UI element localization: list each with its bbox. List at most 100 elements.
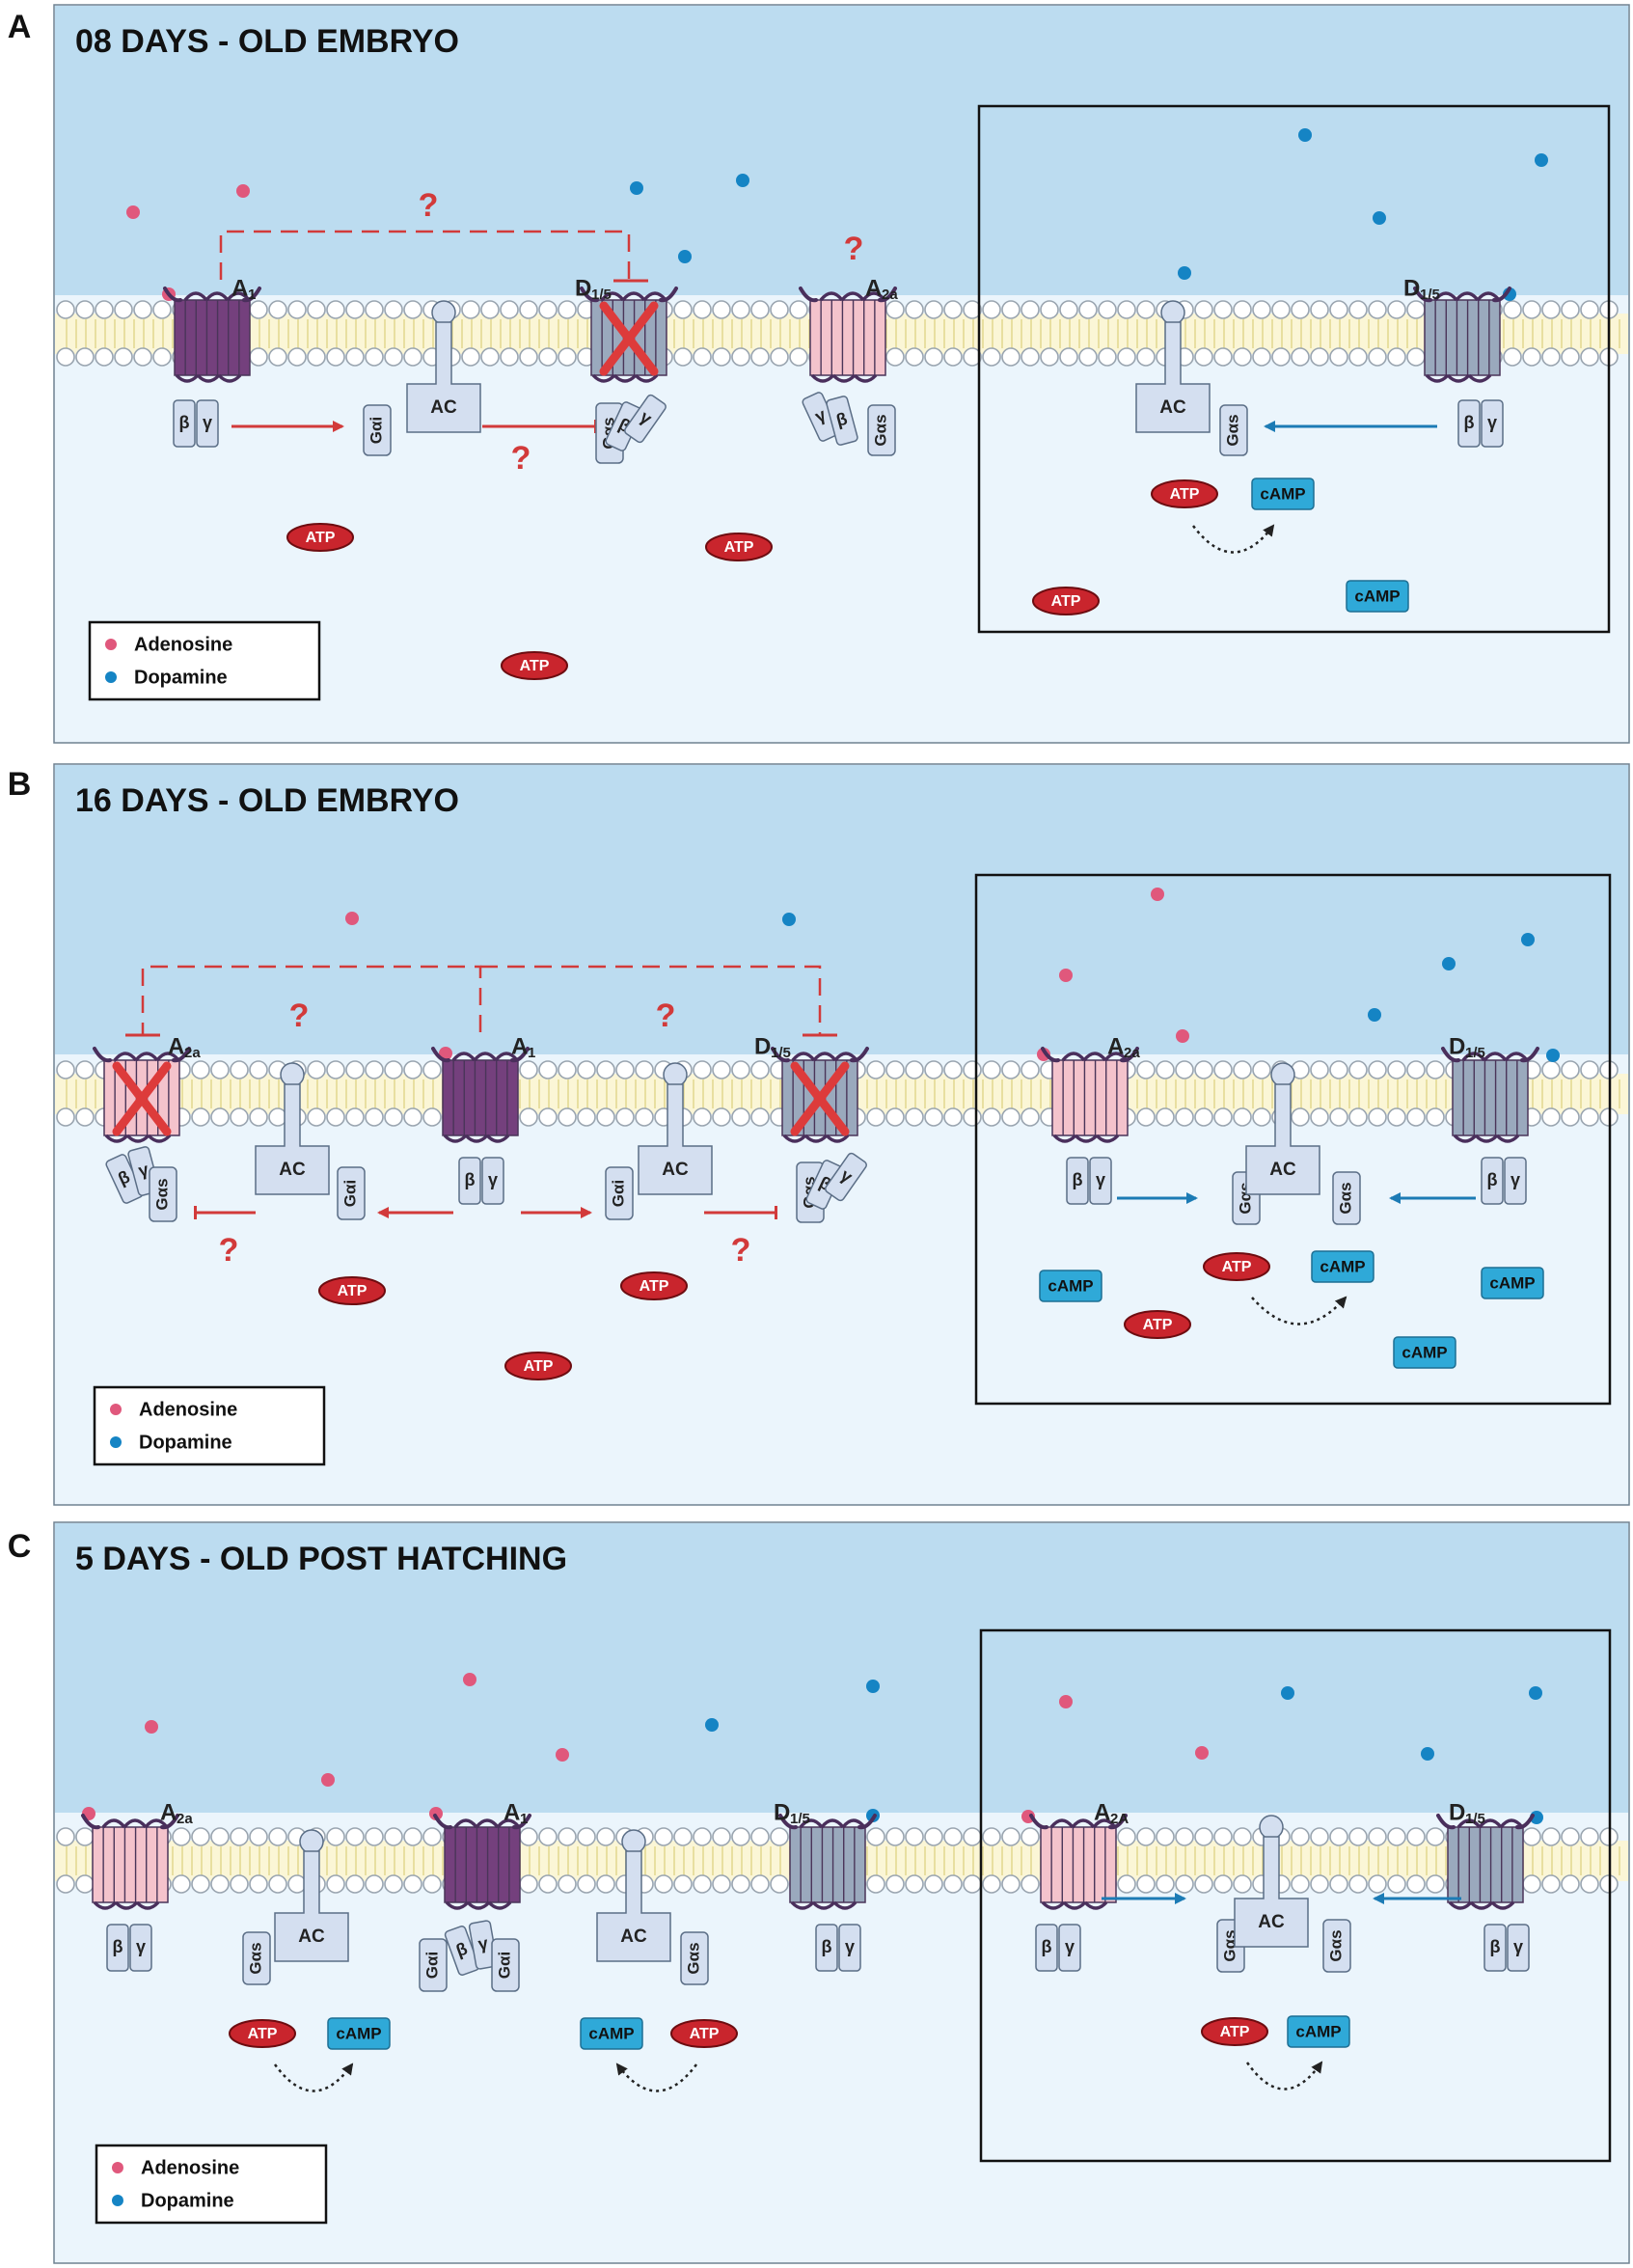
dopamine-molecule [866,1680,880,1693]
receptor-label-subscript: 2a [177,1811,193,1827]
receptor-label: D [754,1033,771,1059]
question-mark: ? [731,1232,751,1269]
svg-text:γ: γ [1511,1170,1520,1189]
adenosine-molecule [1195,1746,1209,1760]
camp-molecule: cAMP [1393,1336,1456,1369]
g-alpha-s-subunit: Gαs [867,404,896,456]
dopamine-molecule [1529,1686,1542,1700]
camp-molecule: cAMP [580,2017,643,2050]
adenylyl-cyclase: AC [1234,1815,1309,1948]
d1-5-receptor [1413,287,1511,383]
receptor-label: A [504,1799,520,1825]
adenylyl-cyclase-label: AC [1258,1912,1285,1932]
receptor-label-subscript: 1/5 [1420,287,1440,303]
g-beta-subunit: β [444,1926,480,1976]
legend-dopamine-label: Dopamine [141,2190,234,2211]
inset-box [977,104,1611,634]
conversion-arrow [615,2063,698,2092]
g-alpha-s-subunit: Gαs [1332,1171,1361,1225]
svg-text:β: β [1042,1937,1052,1956]
dopamine-molecule [1178,266,1191,280]
svg-text:Gαs: Gαs [246,1942,264,1974]
svg-text:Gαi: Gαi [495,1952,513,1979]
adenosine-legend-icon [112,2162,123,2173]
panel-title: 08 DAYS - OLD EMBRYO [75,23,459,60]
g-beta-subunit: β [106,1924,129,1972]
receptor-label-subscript: 1/5 [1465,1045,1485,1061]
dopamine-molecule [1421,1747,1434,1761]
adenosine-molecule [1059,1695,1073,1708]
svg-text:Gαs: Gαs [1326,1929,1345,1961]
svg-text:cAMP: cAMP [1048,1276,1093,1295]
receptor-label: D [774,1799,790,1825]
svg-text:ATP: ATP [724,539,754,556]
panel-title: 5 DAYS - OLD POST HATCHING [75,1541,567,1577]
adenosine-molecule [126,205,140,219]
dopamine-molecule [1373,211,1386,225]
adenosine-molecule [1176,1029,1189,1043]
panel-letter: A [8,9,32,45]
adenosine-molecule [429,1807,443,1820]
svg-text:ATP: ATP [1220,2024,1250,2040]
svg-text:cAMP: cAMP [1295,2022,1341,2040]
receptor-label-subscript: 1 [248,287,256,303]
atp-molecule: ATP [670,2019,738,2048]
a1-receptor [163,287,261,383]
adenylyl-cyclase: AC [1245,1062,1320,1195]
receptor-label-subscript: 1 [528,1045,535,1061]
atp-molecule: ATP [318,1276,386,1305]
receptor-label: A [865,275,882,301]
extracellular-space [55,765,1628,1054]
camp-molecule: cAMP [1287,2015,1350,2048]
adenylyl-cyclase-label: AC [430,397,457,418]
svg-text:cAMP: cAMP [1489,1273,1535,1292]
receptor-label: A [160,1799,177,1825]
g-gamma-subunit: γ [1507,1924,1530,1972]
svg-text:β: β [1487,1170,1498,1189]
receptor-label: A [1094,1799,1110,1825]
camp-molecule: cAMP [1481,1267,1544,1299]
conversion-arrow [1245,2061,1323,2090]
adenylyl-cyclase: AC [274,1829,349,1962]
svg-text:ATP: ATP [248,2026,278,2042]
legend-adenosine-label: Adenosine [134,634,232,655]
receptor-label-subscript: 2a [882,287,898,303]
g-beta-subunit: β [1483,1924,1507,1972]
svg-text:ATP: ATP [690,2026,720,2042]
receptor-label: D [1449,1799,1465,1825]
atp-molecule: ATP [705,533,773,561]
atp-molecule: ATP [1151,479,1218,508]
adenylyl-cyclase-label: AC [662,1160,689,1180]
svg-text:ATP: ATP [520,658,550,674]
receptor-label-subscript: 1/5 [591,287,612,303]
question-mark: ? [289,997,310,1034]
svg-text:β: β [834,409,850,430]
receptor-label-subscript: 2A [1110,1811,1129,1827]
g-alpha-s-subunit: Gαs [1219,404,1248,456]
legend-dopamine-label: Dopamine [134,667,228,688]
svg-text:β: β [1464,413,1475,432]
camp-molecule: cAMP [1039,1270,1102,1302]
a1-receptor [431,1047,530,1143]
receptor-label-subscript: 1/5 [1465,1811,1485,1827]
g-beta-subunit: β [815,1924,838,1972]
svg-text:β: β [465,1170,476,1189]
adenylyl-cyclase-label: AC [1159,397,1186,418]
svg-text:Gαs: Gαs [684,1942,702,1974]
camp-molecule: cAMP [1346,580,1409,613]
svg-text:γ: γ [1513,1937,1523,1956]
atp-molecule: ATP [504,1352,572,1380]
dopamine-molecule [1535,153,1548,167]
svg-text:cAMP: cAMP [588,2024,634,2042]
receptor-label-subscript: 1/5 [790,1811,810,1827]
g-alpha-i-subunit: Gαi [363,404,392,456]
receptor-label: A [231,275,248,301]
adenosine-molecule [145,1720,158,1734]
dopamine-legend-icon [112,2195,123,2206]
a1-receptor [433,1814,531,1910]
